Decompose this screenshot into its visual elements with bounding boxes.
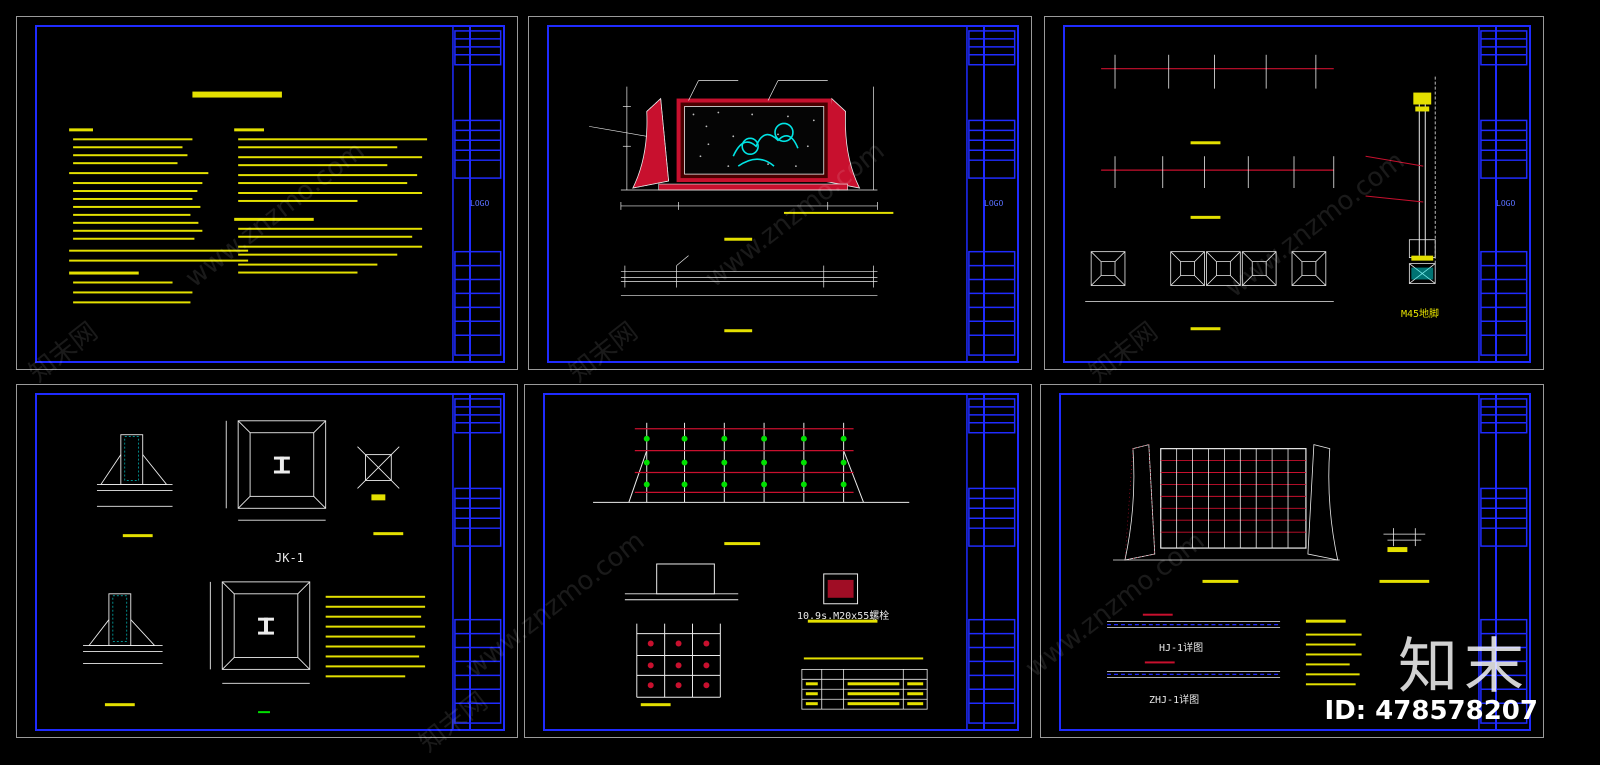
drawing-frame	[543, 393, 1019, 731]
title-block	[983, 393, 985, 731]
section-details-drawing	[1085, 24, 1528, 362]
foundation-drawing	[83, 392, 502, 730]
logo-text: LOGO	[470, 199, 490, 208]
hj1-label: HJ-1详图	[1159, 643, 1204, 654]
drawing-frame	[547, 25, 1019, 363]
jk1-label: JK-1	[275, 551, 304, 565]
grid-frame-drawing	[1107, 392, 1528, 730]
sheet-foundation-details: JK-1	[16, 384, 518, 738]
drawing-frame	[35, 393, 505, 731]
resource-id: ID: 478578207	[1324, 696, 1538, 726]
logo-text: LOGO	[984, 199, 1004, 208]
notes-text-lines	[69, 24, 502, 362]
drawing-frame	[35, 25, 505, 363]
title-block	[1495, 25, 1497, 363]
title-block	[1495, 393, 1497, 731]
sheet-design-notes: LOGO	[16, 16, 518, 370]
title-block	[469, 25, 471, 363]
sheet-frame-elevation: 10.9s.M20x55螺栓	[524, 384, 1032, 738]
title-block	[469, 393, 471, 731]
sheet-frame-sections: LOGO M45地脚	[1044, 16, 1544, 370]
drawing-frame	[1063, 25, 1531, 363]
title-block	[983, 25, 985, 363]
sheet-grid-frame: HJ-1详图 ZHJ-1详图	[1040, 384, 1544, 738]
brand-logo: 知末	[1398, 632, 1530, 702]
sheet-front-elevation: LOGO	[528, 16, 1032, 370]
frame-elevation-drawing	[593, 392, 1016, 730]
anchor-label: M45地脚	[1401, 309, 1440, 320]
billboard-elevation-drawing	[589, 24, 1016, 362]
bolt-label: 10.9s.M20x55螺栓	[797, 611, 890, 622]
zhj1-label: ZHJ-1详图	[1149, 695, 1200, 706]
drawing-frame	[1059, 393, 1531, 731]
logo-text: LOGO	[1496, 199, 1516, 208]
